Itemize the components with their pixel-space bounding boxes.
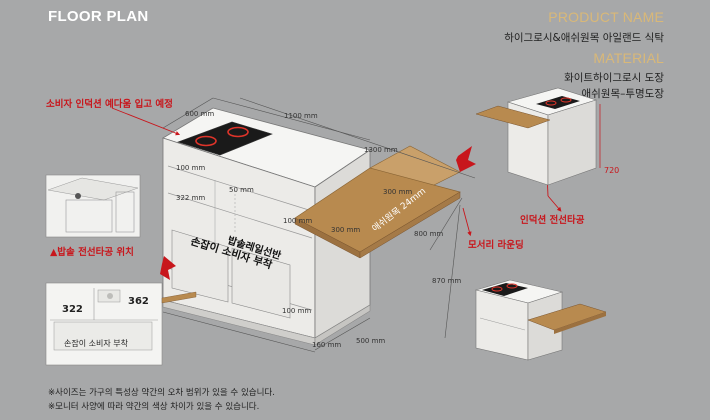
induction-cooktop — [177, 121, 273, 156]
dim-100-bot: 100 mm — [282, 307, 311, 315]
dim-1300: 1300 mm — [364, 146, 398, 154]
dim-100-mid: 100 mm — [283, 217, 312, 225]
dim-600: 600 mm — [185, 110, 214, 118]
lower-door-right — [231, 247, 291, 319]
dim-720: 720 — [604, 166, 619, 175]
arrow-to-upper-view — [456, 146, 476, 172]
induction-hole-note: 인덕션 전선타공 — [520, 215, 585, 226]
footnote-color: ※모니터 사양에 따라 약간의 색상 차이가 있을 수 있습니다. — [48, 402, 260, 412]
dim-50: 50 mm — [229, 186, 254, 194]
dimension-labels: 600 mm 1100 mm 1300 mm 100 mm 50 mm 322 … — [62, 110, 619, 349]
material-label: MATERIAL — [593, 50, 664, 66]
detail-shelf-corner — [45, 174, 141, 238]
rounded-corner-note: 모서리 라운딩 — [468, 240, 524, 251]
product-name: 하이그로시&애쉬원목 아일랜드 식탁 — [504, 32, 664, 44]
main-island-cabinet — [162, 107, 371, 346]
handle-label-inset: 손잡이 소비자 부착 — [64, 338, 129, 348]
arrow-to-inset — [160, 256, 176, 280]
material-1: 화이트하이그로시 도장 — [564, 72, 664, 84]
induction-note: 소비자 인덕션 예다움 입고 예정 — [46, 99, 173, 110]
dim-500: 500 mm — [356, 337, 385, 345]
dim-160: 160 mm — [312, 341, 341, 349]
dim-300-b: 300 mm — [331, 226, 360, 234]
side-view-lower — [474, 279, 607, 361]
inset-dim-362: 362 — [128, 296, 149, 307]
ash-wood-extension — [294, 145, 461, 259]
product-name-label: PRODUCT NAME — [548, 9, 664, 25]
dimension-lines — [162, 97, 476, 353]
inset-cabinet-front — [45, 282, 197, 366]
dim-870: 870 mm — [432, 277, 461, 285]
lower-door-left — [171, 229, 229, 303]
rice-cooker-hole-note: ▲밥솥 전선타공 위치 — [50, 247, 134, 258]
footnote-size: ※사이즈는 가구의 특성상 약간의 오차 범위가 있을 수 있습니다. — [48, 388, 275, 398]
side-view-upper — [475, 87, 601, 186]
inset-dim-322: 322 — [62, 304, 83, 315]
dim-322: 322 mm — [176, 194, 205, 202]
floor-plan-title: FLOOR PLAN — [48, 8, 149, 25]
dim-100-top: 100 mm — [176, 164, 205, 172]
dim-1100: 1100 mm — [284, 112, 318, 120]
dim-300-a: 300 mm — [383, 188, 412, 196]
dim-800: 800 mm — [414, 230, 443, 238]
material-2: 애쉬원목–투명도장 — [581, 88, 664, 100]
